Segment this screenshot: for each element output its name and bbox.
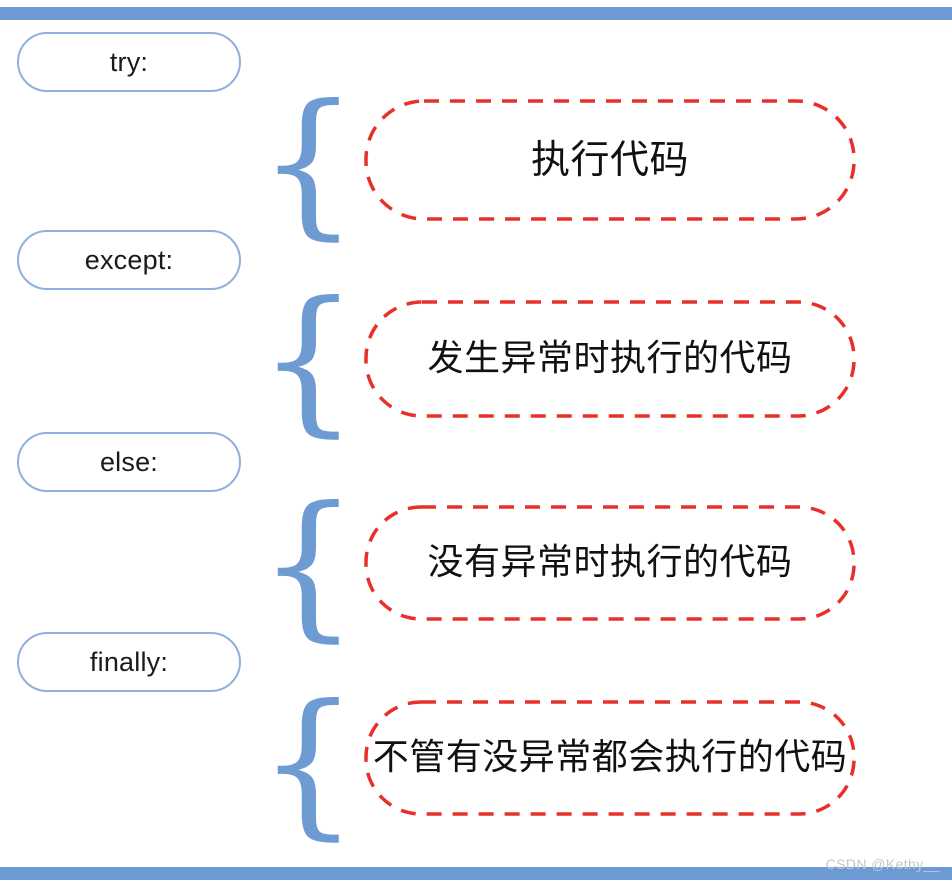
code-box-label: 没有异常时执行的代码 xyxy=(427,542,793,583)
keyword-pill-except: except: xyxy=(17,230,241,290)
brace-glyph-except: { xyxy=(258,268,359,452)
dashed-border-except xyxy=(364,300,856,418)
keyword-label: finally: xyxy=(89,646,169,677)
code-box-try: 执行代码 xyxy=(364,99,856,221)
brace-glyph-else: { xyxy=(258,473,359,657)
code-box-except: 发生异常时执行的代码 xyxy=(364,300,856,418)
keyword-pill-else: else: xyxy=(17,432,241,492)
keyword-label: except: xyxy=(84,244,174,275)
code-box-label: 不管有没异常都会执行的代码 xyxy=(372,737,848,778)
code-box-else: 没有异常时执行的代码 xyxy=(364,505,856,621)
dashed-border-try xyxy=(364,99,856,221)
watermark-text: CSDN @Kethy__ xyxy=(825,856,940,872)
code-box-label: 发生异常时执行的代码 xyxy=(427,338,793,379)
keyword-label: else: xyxy=(99,446,159,477)
code-box-label: 执行代码 xyxy=(530,137,689,183)
keyword-pill-try: try: xyxy=(17,32,241,92)
code-box-finally: 不管有没异常都会执行的代码 xyxy=(364,700,856,816)
dashed-border-finally xyxy=(364,700,856,816)
bottom-divider-bar xyxy=(0,867,952,880)
keyword-label: try: xyxy=(109,46,149,77)
keyword-pill-finally: finally: xyxy=(17,632,241,692)
dashed-border-else xyxy=(364,505,856,621)
top-divider-bar xyxy=(0,7,952,20)
brace-glyph-try: { xyxy=(258,71,359,255)
brace-glyph-finally: { xyxy=(258,671,359,855)
